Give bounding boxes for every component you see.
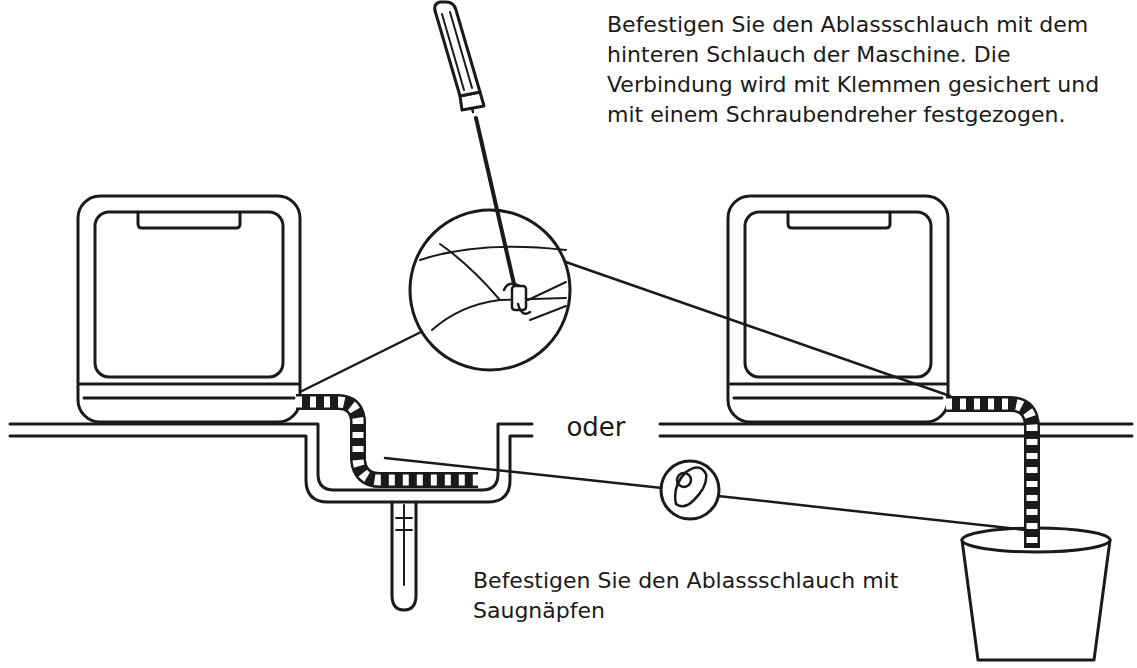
sink-drain xyxy=(392,502,416,610)
screwdriver xyxy=(426,2,515,284)
leader-line xyxy=(300,260,1026,530)
drain-hose xyxy=(296,402,1032,548)
alternative-label: oder xyxy=(535,410,657,445)
dishwasher-right xyxy=(728,196,948,422)
instruction-note: Befestigen Sie den Ablassschlauch mit de… xyxy=(607,10,1132,130)
instruction-note: Befestigen Sie den Ablassschlauch mit Sa… xyxy=(473,566,953,626)
detail-magnifier xyxy=(410,210,570,370)
suction-cup-detail xyxy=(661,461,719,519)
dishwasher-left xyxy=(78,196,300,422)
